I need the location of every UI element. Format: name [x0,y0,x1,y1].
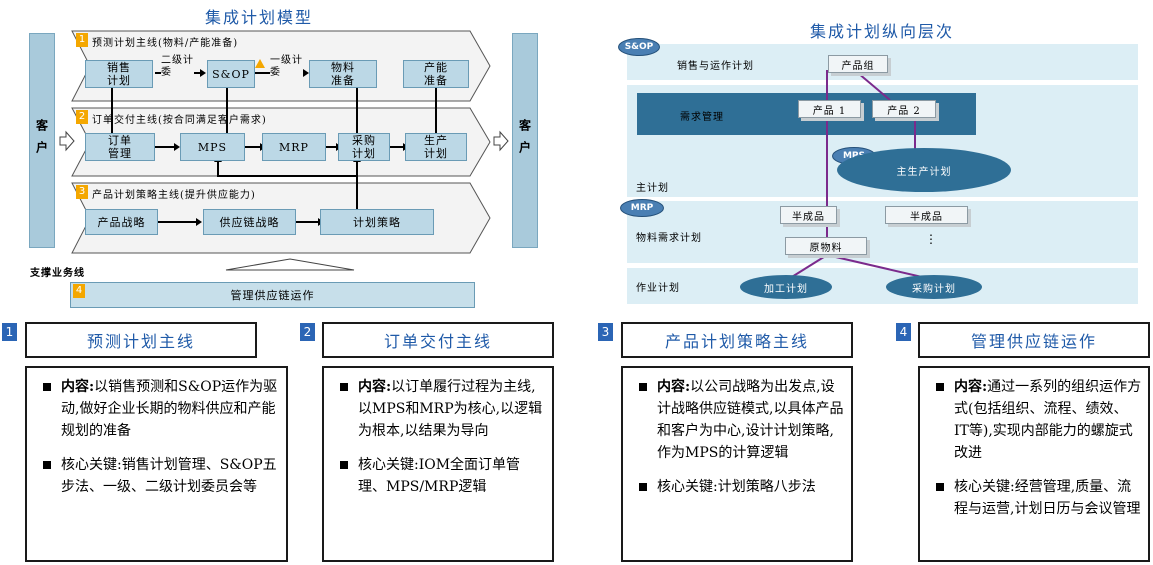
committee-marker-icon [255,59,265,68]
box-purchase-plan: 采购 计划 [338,133,390,161]
label-material: 物料需求计划 [636,233,702,244]
panel-2-title: 订单交付主线 [322,322,554,358]
panel-4-number: 4 [896,323,911,341]
box-product-strategy: 产品战略 [85,209,158,235]
arrow-out-icon [493,130,509,152]
lane3-label: 产品计划策略主线(提升供应能力) [92,190,256,201]
lane3-number: 3 [76,185,88,199]
panel-3-key: 核心关键:计划策略八步法 [637,476,845,498]
node-raw-material: 原物料 [785,237,867,255]
panel-4-key: 核心关键:经营管理,质量、流程与运营,计划日历与会议管理 [934,476,1142,520]
panel-3-body: 内容:以公司战略为出发点,设计战略供应链模式,以具体产品和客户为中心,设计计划策… [621,366,853,562]
arrow-in-icon [59,130,75,152]
node-semi2: 半成品 [885,206,968,224]
box-production-plan: 生产 计划 [405,133,467,161]
right-diagram-title: 集成计划纵向层次 [810,22,955,41]
label-master: 主计划 [636,183,669,194]
panel-1-key: 核心关键:销售计划管理、S&OP五步法、一级、二级计划委员会等 [41,454,280,498]
box-material-prep: 物料 准备 [309,60,377,88]
support-bar: 管理供应链运作 [70,282,475,308]
box-capacity-prep: 产能 准备 [403,60,469,88]
band-ops [627,268,1138,304]
support-number: 4 [73,284,85,298]
tag-level2-committee: 二级计 委 [161,55,194,79]
label-demand: 需求管理 [680,112,724,123]
panel-1-content: 内容:以销售预测和S&OP运作为驱动,做好企业长期的物料供应和产能规划的准备 [41,376,280,442]
customer-bar-left: 客户 [29,33,55,248]
lane2-label: 订单交付主线(按合同满足客户需求) [92,115,267,126]
label-ops: 作业计划 [636,283,680,294]
panel-2-body: 内容:以订单履行过程为主线,以MPS和MRP为核心,以逻辑为根本,以结果为导向 … [322,366,554,562]
panel-3-number: 3 [598,323,613,341]
lane2-number: 2 [76,110,88,124]
box-mrp: MRP [262,133,326,161]
node-product-group: 产品组 [828,55,888,73]
panel-4-body: 内容:通过一系列的组织运作方式(包括组织、流程、绩效、IT等),实现内部能力的螺… [918,366,1150,562]
panel-2-content: 内容:以订单履行过程为主线,以MPS和MRP为核心,以逻辑为根本,以结果为导向 [338,376,546,442]
label-sales-ops: 销售与运作计划 [677,61,754,72]
panel-1-title: 预测计划主线 [25,322,257,358]
panel-1-body: 内容:以销售预测和S&OP运作为驱动,做好企业长期的物料供应和产能规划的准备 核… [25,366,288,562]
dots-icon: ⋮ [925,232,937,246]
left-diagram-title: 集成计划模型 [205,8,314,27]
panel-1-number: 1 [2,323,17,341]
panel-3-title: 产品计划策略主线 [621,322,853,358]
panel-4-content: 内容:通过一系列的组织运作方式(包括组织、流程、绩效、IT等),实现内部能力的螺… [934,376,1142,464]
panel-3-content: 内容:以公司战略为出发点,设计战略供应链模式,以具体产品和客户为中心,设计计划策… [637,376,845,464]
node-product1: 产品 1 [798,100,861,118]
tag-mrp: MRP [620,199,664,217]
node-purchase-plan: 采购计划 [886,275,982,299]
node-process-plan: 加工计划 [740,275,832,299]
box-sop: S&OP [207,60,255,88]
band-material [627,201,1138,263]
customer-bar-right: 客户 [512,33,538,248]
lane1-label: 预测计划主线(物料/产能准备) [92,38,239,49]
box-planning-strategy: 计划策略 [320,209,434,235]
box-supply-chain-strategy: 供应链战略 [203,209,296,235]
panel-2-key: 核心关键:IOM全面订单管理、MPS/MRP逻辑 [338,454,546,498]
panel-4-title: 管理供应链运作 [918,322,1150,358]
box-mps: MPS [180,133,245,161]
support-line-label: 支撑业务线 [30,268,85,279]
support-bar-label: 管理供应链运作 [230,288,315,302]
panel-2-number: 2 [300,323,315,341]
tag-level1-committee: 一级计 委 [270,55,303,79]
node-semi1: 半成品 [780,206,837,224]
box-order-mgmt: 订单 管理 [85,133,155,161]
box-sales-plan: 销售 计划 [85,60,153,88]
node-master-schedule: 主生产计划 [837,148,1011,192]
tag-sop: S&OP [618,38,660,56]
lane1-number: 1 [76,33,88,47]
node-product2: 产品 2 [872,100,936,118]
